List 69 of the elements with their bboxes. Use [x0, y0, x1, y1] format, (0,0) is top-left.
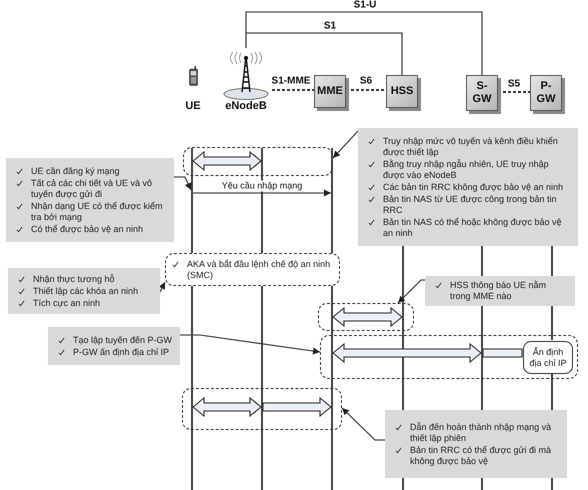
element-label: eNodeB	[225, 100, 267, 112]
edge-label: S1-U	[352, 0, 378, 10]
lifeline	[481, 306, 483, 410]
process-box: Ấn định địa chỉ IP	[523, 341, 573, 374]
bullet-text: Có thể được bảo vệ an ninh	[31, 224, 143, 234]
server-box: P- GW	[530, 75, 562, 111]
edge-label: Yêu cầu nhập mạng	[220, 180, 304, 192]
bullet-text: Các bản tin RRC không được bảo vệ an ninh	[383, 182, 564, 192]
dashed-group-box	[183, 147, 333, 176]
bullet-text: Nhận dạng UE có thể được kiểm tra bởi mạng	[31, 200, 164, 222]
lifeline	[191, 148, 193, 490]
note-panel	[358, 128, 578, 246]
note-panel	[48, 327, 180, 365]
note-panel	[385, 410, 567, 478]
block-arrow	[192, 150, 262, 172]
edge-label: S5	[506, 78, 522, 90]
leader-line	[174, 176, 192, 190]
block-arrow	[482, 348, 523, 358]
lifeline	[551, 306, 553, 340]
block-arrow	[262, 396, 332, 418]
connector-line	[245, 11, 483, 75]
leader-line	[180, 334, 320, 354]
edge-label: S1-MME	[270, 76, 312, 86]
note-panel	[8, 268, 160, 314]
bullet-text: Truy nhập mức vô tuyến và kênh điều khiển được thiết lập	[383, 136, 559, 158]
leader-line	[158, 282, 166, 292]
bullet-text: Bằng truy nhập ngẫu nhiên, UE truy nhập được vào eNodeB	[383, 158, 550, 180]
block-arrow	[192, 396, 262, 418]
server-box: S- GW	[466, 75, 498, 111]
leader-line	[342, 408, 385, 441]
lifeline	[402, 246, 404, 410]
lifeline	[551, 246, 553, 276]
note-panel	[6, 158, 174, 242]
lifeline	[551, 478, 553, 490]
lifeline	[481, 246, 483, 276]
dashed-group-box	[318, 303, 414, 331]
step-box	[165, 253, 340, 286]
bullet-text: Bản tin NAS từ UE được công trong bản tin RRC	[383, 194, 558, 216]
bullet-text: P-GW ấn định địa chỉ IP	[73, 346, 170, 358]
bullet-text: Nhận thực tương hỗ	[33, 274, 114, 284]
element-label: UE	[185, 100, 201, 112]
note-panel	[425, 276, 575, 306]
lifeline	[331, 148, 333, 490]
lifeline	[551, 373, 553, 410]
bullet-text: Bản tin RRC có thể được gửi đi mà không được bảo vệ	[410, 444, 552, 466]
dashed-group-box	[320, 335, 578, 379]
bullet-text: Bản tin NAS có thể hoặc không được bảo vệ an ninh	[383, 216, 563, 238]
edge-label: S1	[322, 20, 338, 32]
leader-line	[332, 130, 358, 158]
lifeline	[402, 478, 404, 490]
bullet-text: Tạo lập tuyến đến P-GW	[73, 334, 172, 346]
bullet-text: AKA và bắt đầu lệnh chế độ an ninh (SMC)	[187, 258, 332, 280]
bullet-text: Thiết lập các khóa an ninh	[33, 286, 138, 296]
bullet-text: Dẫn đến hoàn thành nhập mạng và thiết lập phiên	[410, 422, 552, 444]
server-box: MME	[314, 75, 346, 108]
block-arrow	[332, 342, 482, 364]
leader-line	[398, 279, 425, 304]
lifeline	[481, 478, 483, 490]
connector-line	[193, 190, 331, 196]
bullet-text: UE cần đăng ký mạng	[31, 166, 120, 176]
edge-label: S6	[358, 76, 374, 86]
connector-line	[272, 89, 314, 91]
connector-line	[245, 32, 403, 75]
dashed-group-box	[182, 388, 342, 430]
block-arrow	[332, 306, 403, 328]
bullet-text: Tích cực an ninh	[33, 298, 100, 308]
server-box: HSS	[386, 75, 418, 108]
bullet-text: Tất cả các chi tiết và UE và vô tuyến được gửi đi	[31, 178, 154, 200]
bullet-text: HSS thông báo UE nằm trong MME nào	[450, 280, 548, 302]
